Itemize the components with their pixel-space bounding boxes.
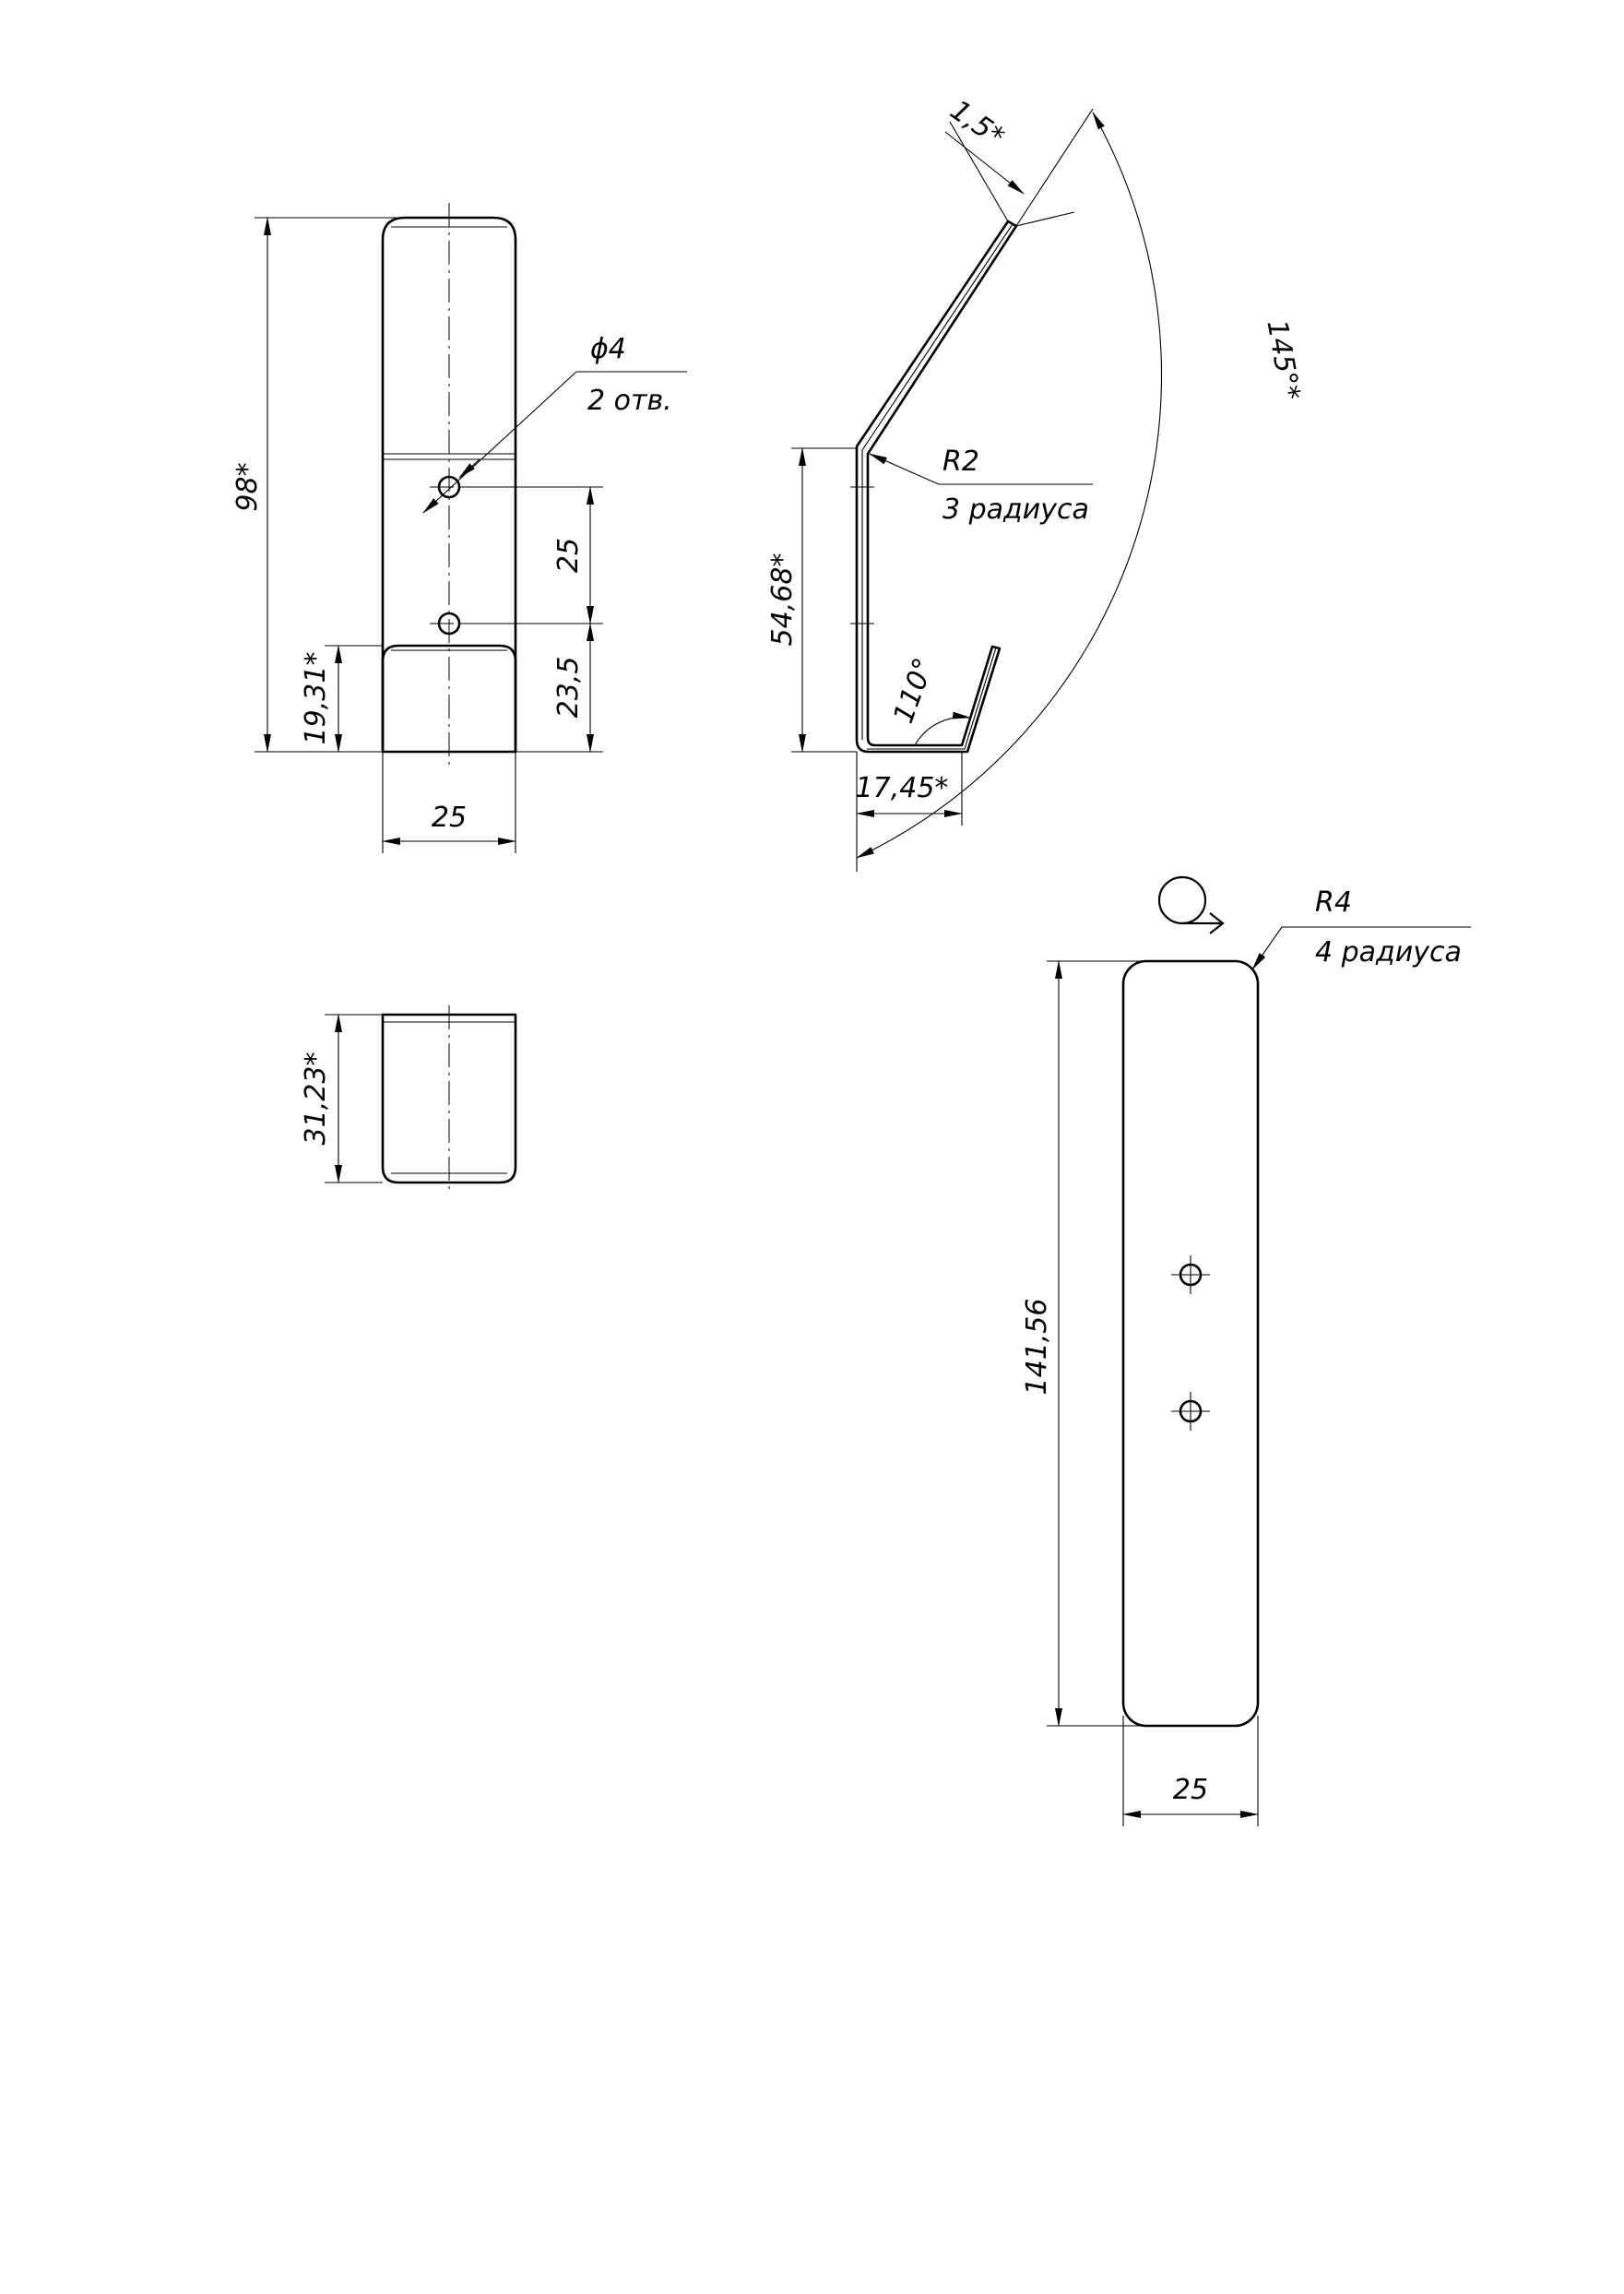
corner-radius-label: R4 xyxy=(1315,886,1352,919)
corner-callout-leader xyxy=(1251,926,1283,970)
hole-count-label: 2 отв. xyxy=(587,385,672,417)
front-view-lower-part-outline xyxy=(381,644,517,752)
bend-count-label: 3 радиуса xyxy=(942,493,1089,526)
bottom-view: 31,23* xyxy=(300,1005,517,1192)
hole-pitch-dim-label: 25 xyxy=(552,538,585,573)
bottom-height-dim-label: 31,23* xyxy=(300,1052,332,1146)
thickness-dim-label: 1,5* xyxy=(944,94,1010,154)
bend-angle-dim-label: 110° xyxy=(887,654,941,728)
front-view-outline xyxy=(381,216,517,754)
front-view: 98* 19,31* 25 23,5 25 ϕ4 2 отв. xyxy=(231,203,687,853)
lower-part-dim-label: 19,31* xyxy=(300,652,332,745)
width-dim-label: 25 xyxy=(432,802,467,834)
side-view: 1,5* 145°* R2 3 радиуса 54,68* 110° 17,4… xyxy=(766,94,1306,872)
hook-profile-inner xyxy=(861,223,1014,451)
flat-length-dim-label: 141,56 xyxy=(1021,1299,1053,1396)
side-height-dim-label: 54,68* xyxy=(766,553,799,647)
angle-dimension-arc xyxy=(856,112,1163,859)
bend-callout-leader xyxy=(869,453,940,485)
flat-pattern: R4 4 радиуса 141,56 25 xyxy=(1021,875,1471,1826)
flat-pattern-symbol-icon xyxy=(1157,875,1225,934)
bend-radius-label: R2 xyxy=(942,446,979,478)
corner-count-label: 4 радиуса xyxy=(1315,936,1462,969)
height-dim-label: 98* xyxy=(231,462,264,511)
flat-width-dim-label: 25 xyxy=(1173,1774,1208,1806)
flat-pattern-outline xyxy=(1121,959,1260,1728)
bend-angle-arc xyxy=(914,711,971,746)
hole-offset-dim-label: 23,5 xyxy=(552,657,585,719)
angle-dim-label: 145°* xyxy=(1261,317,1307,402)
hole-diameter-label: ϕ4 xyxy=(590,333,626,365)
base-dim-label: 17,45* xyxy=(856,772,949,804)
hole-diameter-arrow xyxy=(458,458,480,479)
angle-extension xyxy=(1015,108,1094,227)
hole-callout-leader xyxy=(422,371,577,514)
bottom-view-outline xyxy=(381,1013,517,1184)
thickness-extension-2 xyxy=(1015,211,1075,227)
hook-profile-inner-4 xyxy=(964,647,997,750)
